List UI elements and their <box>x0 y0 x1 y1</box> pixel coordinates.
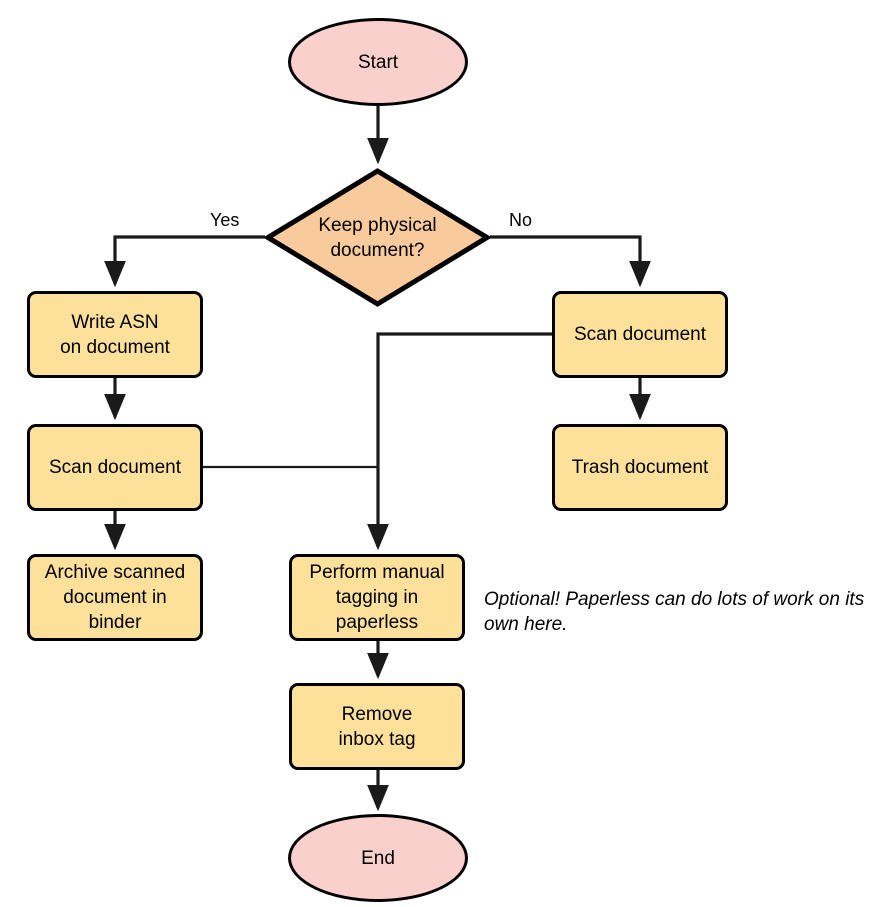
node-scan-document-right-label: Scan document <box>573 324 707 345</box>
diamond-shape <box>265 168 490 307</box>
node-start-label: Start <box>357 51 399 73</box>
node-scan-document-left[interactable]: Scan document <box>27 424 203 511</box>
edge-label-no: No <box>509 210 533 230</box>
node-start[interactable]: Start <box>288 18 468 106</box>
node-trash-document-label: Trash document <box>571 457 709 478</box>
node-scan-document-left-label: Scan document <box>48 457 182 478</box>
node-scan-document-right[interactable]: Scan document <box>552 291 728 378</box>
edge-scan-right-to-manual-tagging <box>367 332 552 551</box>
node-end[interactable]: End <box>288 814 468 902</box>
edge-label-yes: Yes <box>210 210 240 230</box>
arrow-edges <box>104 106 651 812</box>
edge-decision-no-to-scan-right <box>490 235 651 288</box>
node-trash-document[interactable]: Trash document <box>552 424 728 511</box>
edge-decision-yes-to-write-asn <box>104 235 265 288</box>
node-end-label: End <box>361 847 395 869</box>
optional-note: Optional! Paperless can do lots of work … <box>484 589 865 635</box>
